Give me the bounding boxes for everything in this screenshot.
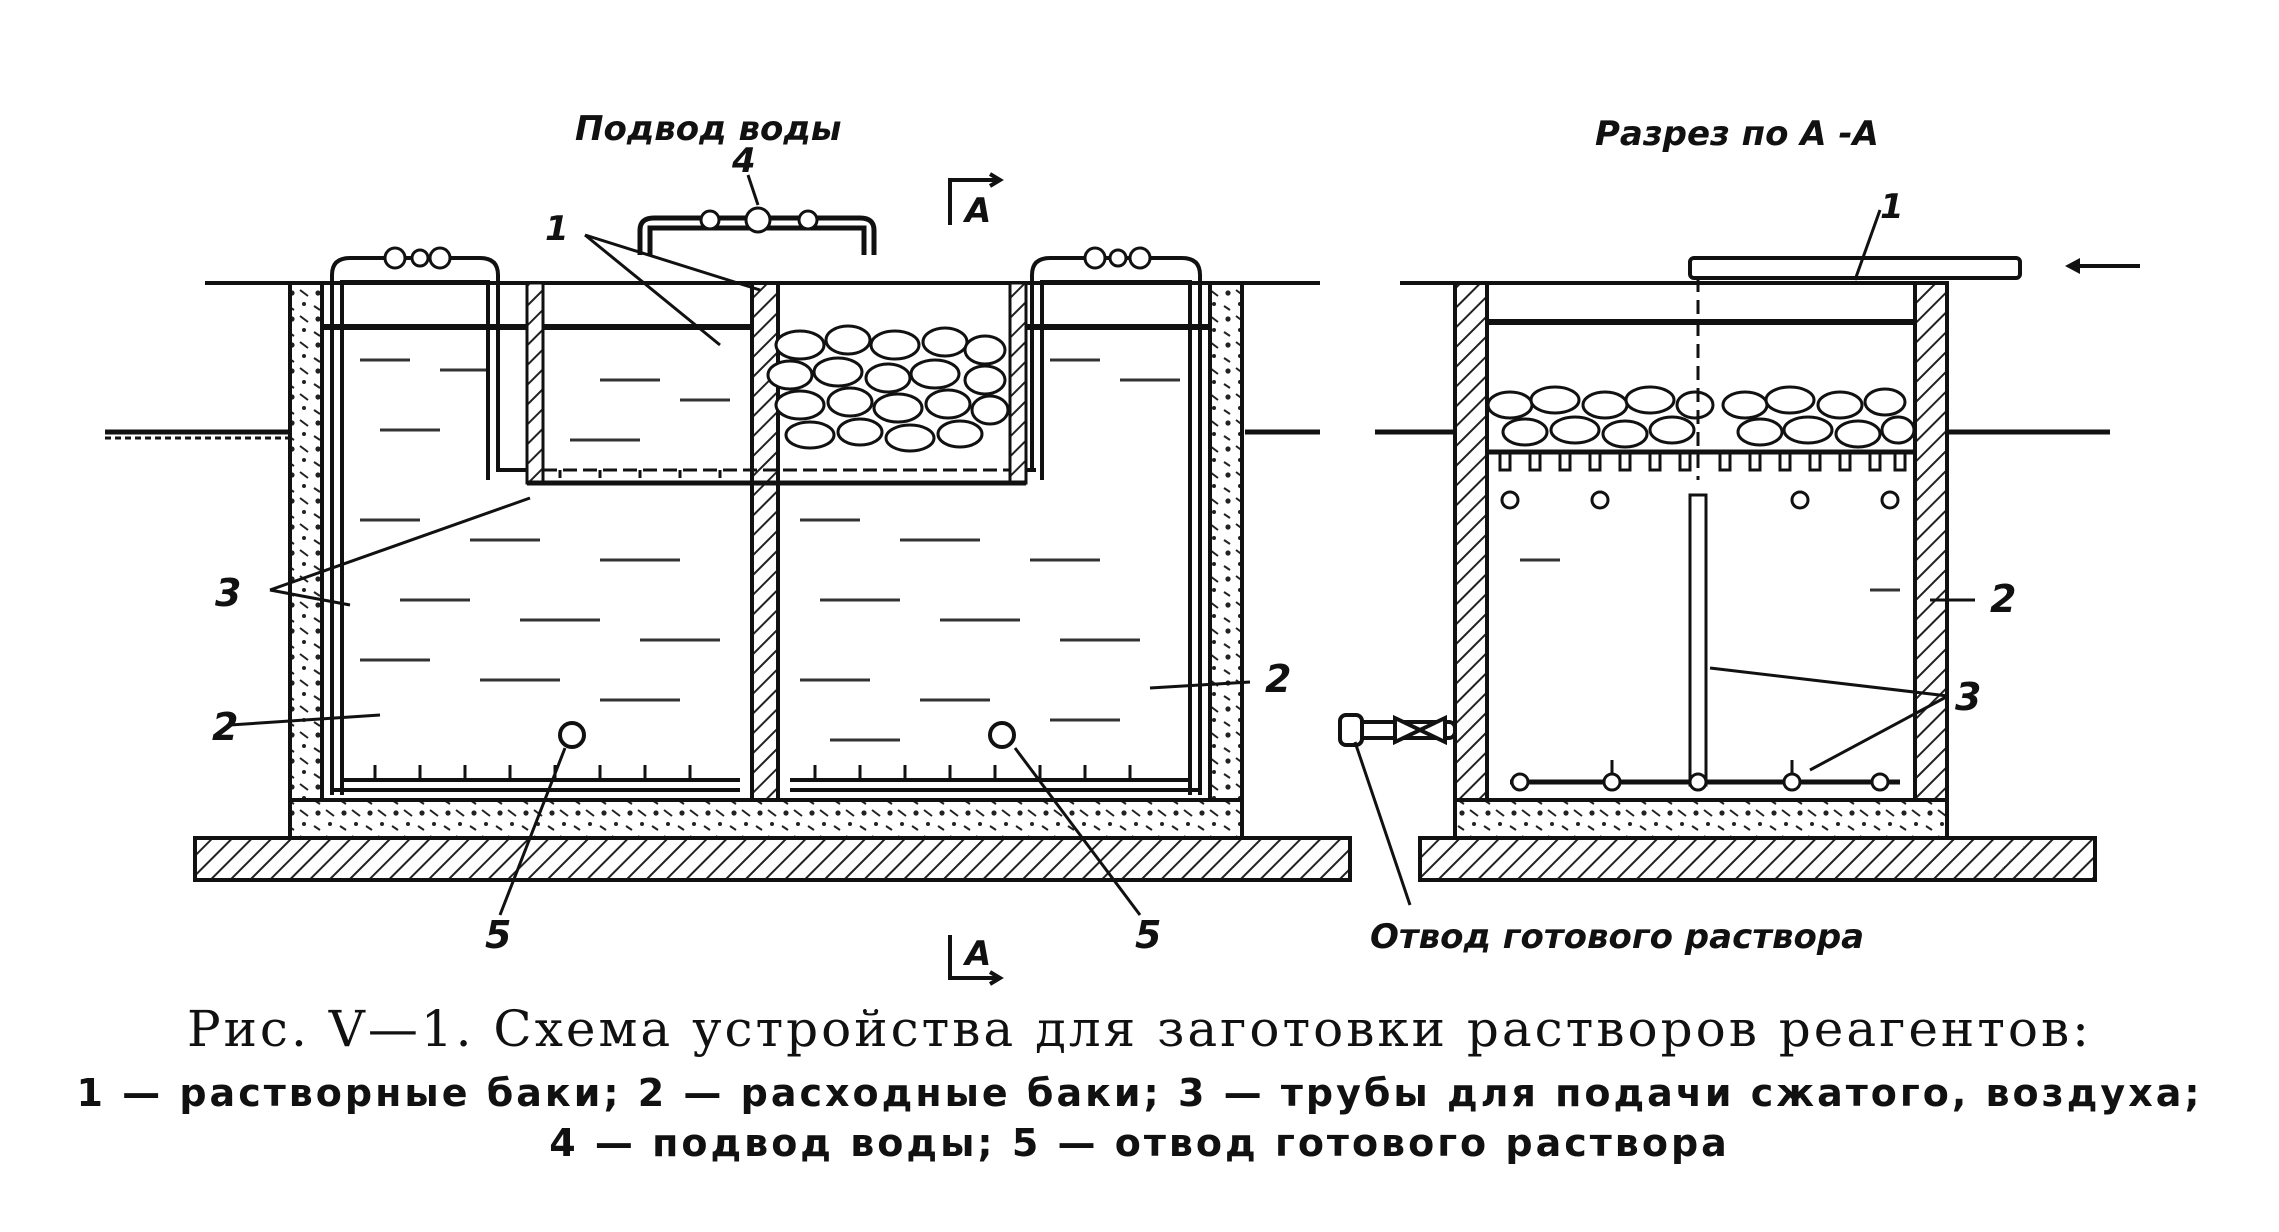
callout-3-right: 3: [1955, 675, 1981, 719]
water-dashes-left: [360, 358, 730, 702]
section-bottom-slab: [1453, 798, 1949, 840]
callout-2-right: 2: [1990, 577, 2016, 621]
section-mark-bottom: [948, 935, 1004, 986]
section-title: Разрез по А -А: [1595, 114, 1879, 154]
section-outlet-pipe: [1338, 713, 1457, 747]
pipe-valves: [383, 246, 1152, 270]
water-supply-valves: [699, 206, 819, 234]
diagram-svg: Подвод воды А А 4 1 3 2 2 5 5: [105, 109, 2140, 986]
section-mark-top: [948, 172, 1004, 225]
right-outer-wall: [1208, 281, 1244, 840]
callout-leaders-left-view: [229, 174, 1251, 916]
section-view: Разрез по А -А Отвод готового раствора 1…: [1338, 114, 2140, 957]
left-dissolver-wall: [525, 281, 545, 485]
callout-2-left: 2: [212, 705, 238, 749]
section-top-pipe: [1688, 256, 2022, 280]
section-mark-bottom-letter: А: [962, 934, 991, 974]
solution-outlet-label: Отвод готового раствора: [1370, 917, 1864, 957]
center-wall: [750, 281, 780, 802]
callout-4: 4: [731, 141, 756, 181]
water-dashes-right: [800, 358, 1180, 742]
section-bottom-nozzles: [1510, 760, 1890, 792]
outlet-right: [988, 721, 1016, 749]
section-grate-nozzles: [1498, 452, 1907, 472]
air-nozzles-left-view: [373, 765, 1132, 780]
section-foundation: [1418, 836, 2097, 882]
caption-legend-line-1: 1 — растворные баки; 2 — расходные баки;…: [76, 1071, 2203, 1115]
bottom-slab: [288, 798, 1244, 840]
left-outer-wall: [288, 281, 324, 840]
section-center-pipe: [1688, 493, 1708, 787]
plan-view: Подвод воды А А 4 1 3 2 2 5 5: [105, 109, 1352, 986]
section-upper-nozzles: [1500, 490, 1900, 510]
callout-3-left: 3: [215, 571, 241, 615]
caption-title: Рис. V—1. Схема устройства для заготовки…: [186, 1000, 2093, 1058]
section-inflow-arrowhead: [2065, 258, 2080, 274]
callout-5-right: 5: [1135, 913, 1161, 957]
outlet-left: [558, 721, 586, 749]
callout-1-left: 1: [545, 209, 569, 249]
water-supply-label: Подвод воды: [575, 109, 842, 149]
right-dissolver-wall: [1008, 281, 1028, 485]
caption-legend-line-2: 4 — подвод воды; 5 — отвод готового раст…: [549, 1121, 1730, 1165]
section-left-wall: [1453, 281, 1489, 840]
grate-nozzles: [558, 470, 722, 478]
callout-leaders-section: [1353, 209, 1975, 906]
section-water-dashes: [1520, 558, 1900, 592]
reagent-stones-section: [1486, 385, 1916, 449]
callout-5-left: 5: [485, 913, 511, 957]
callout-1-right: 1: [1880, 187, 1904, 227]
section-mark-top-letter: А: [962, 191, 991, 231]
callout-2-mid: 2: [1265, 657, 1291, 701]
section-right-wall: [1913, 281, 1949, 840]
reagent-stones-left-view: [766, 324, 1010, 453]
foundation-slab: [193, 836, 1352, 882]
figure-caption: Рис. V—1. Схема устройства для заготовки…: [0, 1000, 2279, 1168]
